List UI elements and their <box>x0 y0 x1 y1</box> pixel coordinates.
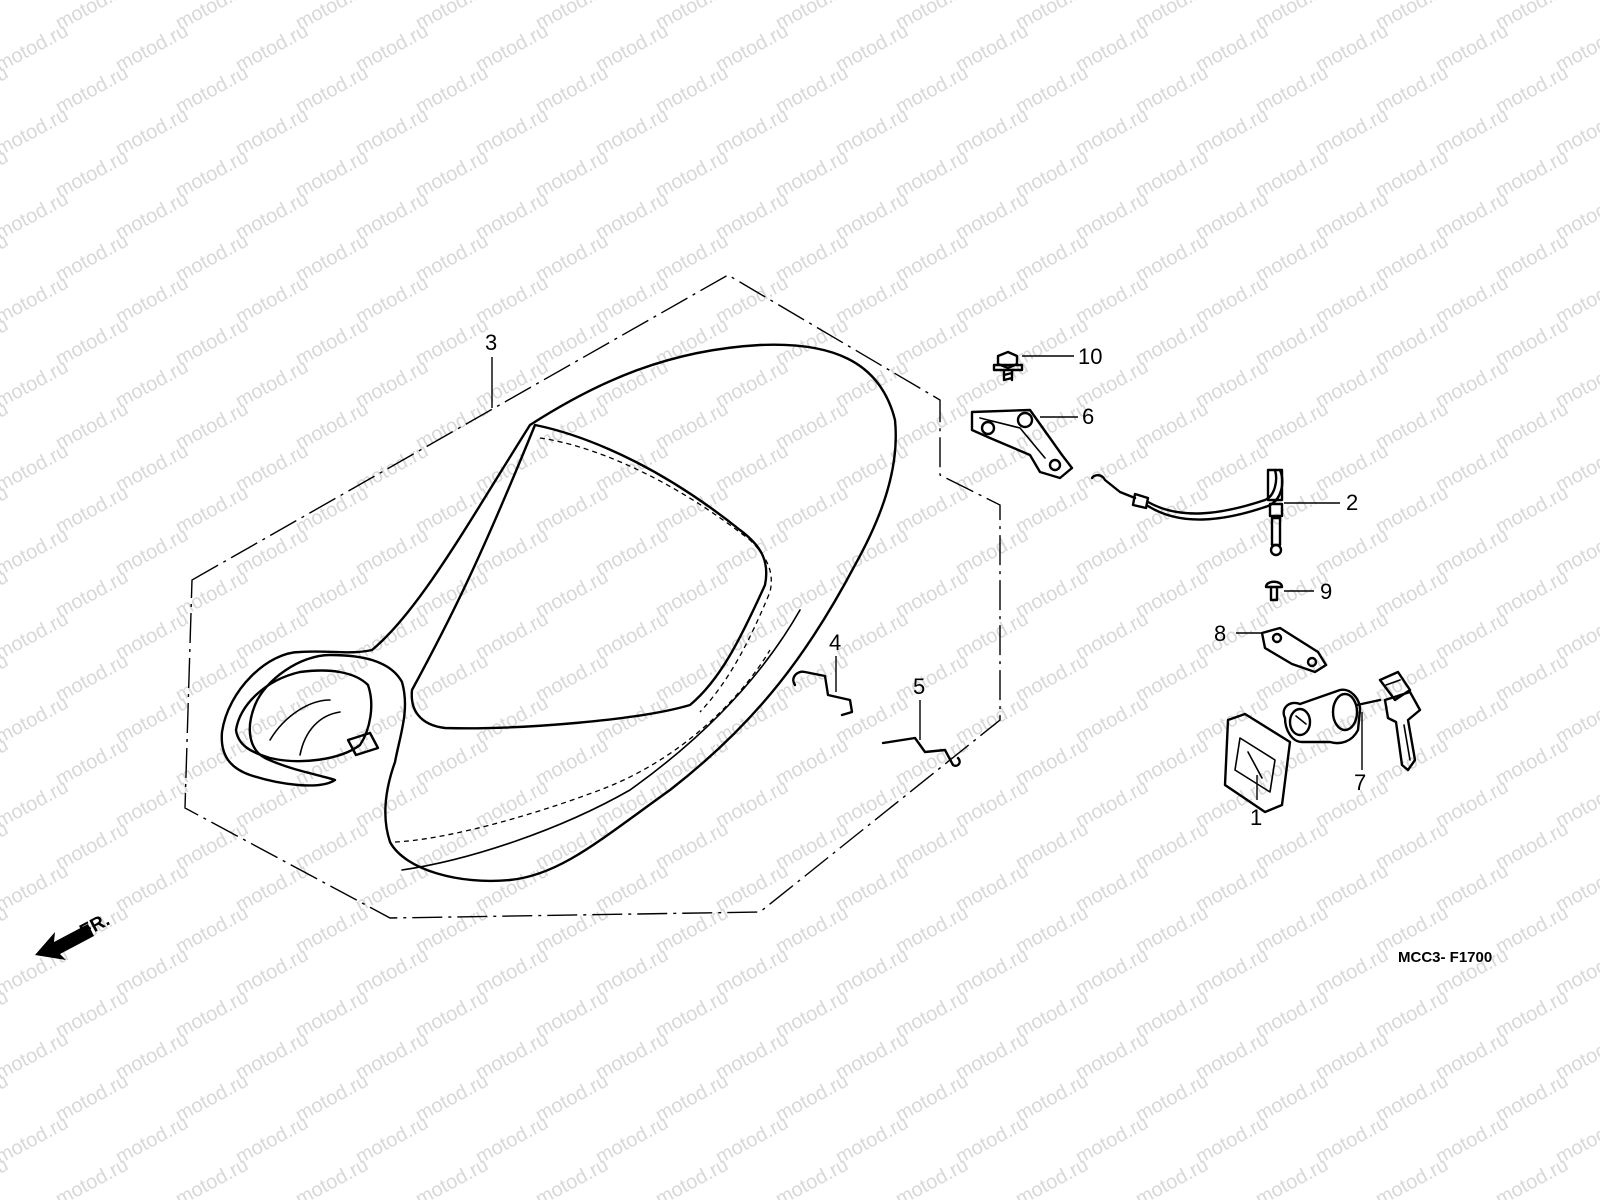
part-10-bolt <box>992 350 1024 382</box>
callout-7: 7 <box>1354 770 1366 795</box>
watermark-text: motod.ru <box>0 104 72 160</box>
callout-labels: 1 2 3 4 5 6 7 8 9 10 <box>485 330 1366 830</box>
watermark-text: motod.ru <box>0 524 72 580</box>
watermark-text: motod.ru <box>0 272 72 328</box>
watermark-text: motod.ru <box>0 440 72 496</box>
seat-side-crease <box>401 609 801 871</box>
callout-1: 1 <box>1250 805 1262 830</box>
watermark-text: motod.ru <box>0 776 72 832</box>
part-8-plate <box>1260 626 1328 674</box>
seat-tail-inner <box>234 669 373 763</box>
part-4-wire-hook <box>792 670 854 717</box>
watermark-text: motod.ru <box>0 692 72 748</box>
diagram-code: MCC3- F1700 <box>1398 949 1492 966</box>
part-1-plate <box>1223 712 1292 814</box>
watermark-text: motod.ru <box>172 1154 252 1200</box>
watermark-text: motod.ru <box>0 608 72 664</box>
watermark-text: motod.ru <box>412 1154 492 1200</box>
callout-5: 5 <box>913 674 925 699</box>
callout-2: 2 <box>1346 490 1358 515</box>
watermark-text: motod.ru <box>0 356 72 412</box>
callout-9: 9 <box>1320 579 1332 604</box>
part-7-key-cylinder <box>1282 670 1422 772</box>
watermark-text: motod.ru <box>0 188 72 244</box>
leader-lines <box>491 355 1363 800</box>
watermark-text: motod.ru <box>52 1154 132 1200</box>
part-9-screw <box>1264 580 1284 602</box>
callout-8: 8 <box>1214 621 1226 646</box>
watermark-text: motod.ru <box>1132 1154 1212 1200</box>
seat-bracket <box>346 731 380 757</box>
watermark-text: motod.ru <box>292 1154 372 1200</box>
callout-6: 6 <box>1082 404 1094 429</box>
seat-stitch-top <box>539 437 772 713</box>
watermark-text: motod.ru <box>0 860 72 916</box>
watermark-text: motod.ru <box>1012 1154 1092 1200</box>
callout-3: 3 <box>485 330 497 355</box>
watermark-text: motod.ru <box>0 20 72 76</box>
watermark-text: motod.ru <box>0 1028 72 1084</box>
watermark-text: motod.ru <box>0 1112 72 1168</box>
watermark-text: motod.ru <box>1372 1154 1452 1200</box>
part-5-wire-hook <box>881 736 961 767</box>
watermark-text: motod.ru <box>652 1154 732 1200</box>
seat-stitch-side <box>394 649 771 843</box>
watermark-text: motod.ru <box>1492 1154 1572 1200</box>
watermark-text: motod.ru <box>0 0 12 34</box>
callout-10: 10 <box>1078 344 1102 369</box>
part-2-seat-cable <box>1090 468 1284 557</box>
watermark-text: motod.ru <box>772 1154 852 1200</box>
part-6-seat-lock <box>970 408 1074 480</box>
seat-assembly <box>220 343 897 883</box>
seat-top-panel <box>410 423 768 730</box>
front-arrow-icon <box>35 924 94 960</box>
seat-tail-detail <box>269 699 341 756</box>
seat-outline <box>220 343 897 883</box>
watermark-text: motod.ru <box>532 1154 612 1200</box>
assembly-frame <box>184 274 1001 919</box>
callout-4: 4 <box>829 630 841 655</box>
watermark-text: motod.ru <box>1252 1154 1332 1200</box>
watermark-text: motod.ru <box>892 1154 972 1200</box>
